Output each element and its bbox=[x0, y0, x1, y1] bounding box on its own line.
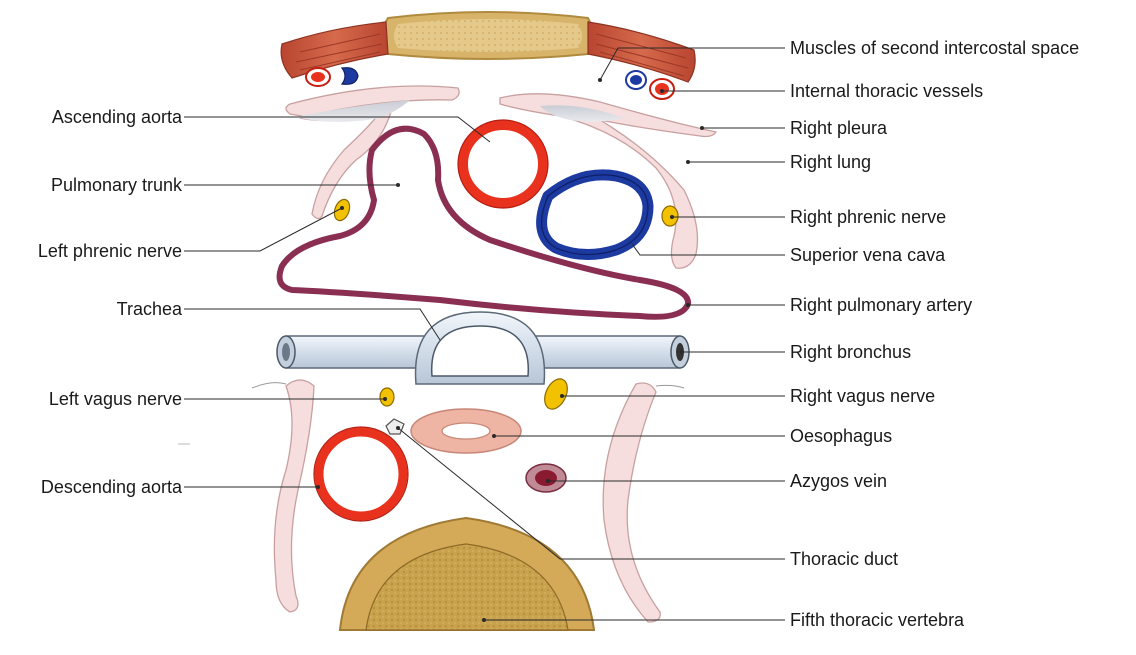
thoracic-duct bbox=[386, 419, 404, 434]
fifth-thoracic-vertebra bbox=[340, 518, 594, 630]
right-internal-thoracic-vessels bbox=[626, 71, 674, 99]
label-thoracic-duct: Thoracic duct bbox=[790, 549, 898, 569]
label-superior-vena-cava: Superior vena cava bbox=[790, 245, 946, 265]
label-muscles-second-intercostal-space: Muscles of second intercostal space bbox=[790, 38, 1079, 58]
drawing bbox=[178, 12, 716, 630]
label-internal-thoracic-vessels: Internal thoracic vessels bbox=[790, 81, 983, 101]
oesophagus bbox=[411, 409, 521, 453]
label-right-pulmonary-artery: Right pulmonary artery bbox=[790, 295, 972, 315]
label-ascending-aorta: Ascending aorta bbox=[52, 107, 183, 127]
left-vagus-nerve bbox=[380, 388, 394, 406]
labels-left: Ascending aorta Pulmonary trunk Left phr… bbox=[38, 107, 183, 497]
label-azygos-vein: Azygos vein bbox=[790, 471, 887, 491]
label-left-vagus-nerve: Left vagus nerve bbox=[49, 389, 182, 409]
label-trachea: Trachea bbox=[117, 299, 183, 319]
descending-aorta bbox=[314, 427, 408, 521]
label-right-pleura: Right pleura bbox=[790, 118, 888, 138]
sternum bbox=[382, 12, 593, 59]
label-fifth-thoracic-vertebra: Fifth thoracic vertebra bbox=[790, 610, 965, 630]
label-right-vagus-nerve: Right vagus nerve bbox=[790, 386, 935, 406]
superior-vena-cava bbox=[542, 175, 648, 255]
trachea bbox=[416, 312, 545, 384]
azygos-vein bbox=[526, 464, 566, 492]
label-left-phrenic-nerve: Left phrenic nerve bbox=[38, 241, 182, 261]
label-right-lung: Right lung bbox=[790, 152, 871, 172]
label-descending-aorta: Descending aorta bbox=[41, 477, 183, 497]
left-intercostal-muscles bbox=[281, 22, 388, 78]
ascending-aorta bbox=[458, 120, 548, 208]
right-posterior-pleura bbox=[603, 383, 684, 622]
labels-right: Muscles of second intercostal space Inte… bbox=[790, 38, 1079, 630]
right-phrenic-nerve bbox=[662, 206, 678, 226]
left-internal-thoracic-vessels bbox=[306, 68, 358, 86]
label-pulmonary-trunk: Pulmonary trunk bbox=[51, 175, 183, 195]
label-oesophagus: Oesophagus bbox=[790, 426, 892, 446]
left-posterior-pleura bbox=[252, 380, 314, 612]
label-right-phrenic-nerve: Right phrenic nerve bbox=[790, 207, 946, 227]
label-right-bronchus: Right bronchus bbox=[790, 342, 911, 362]
